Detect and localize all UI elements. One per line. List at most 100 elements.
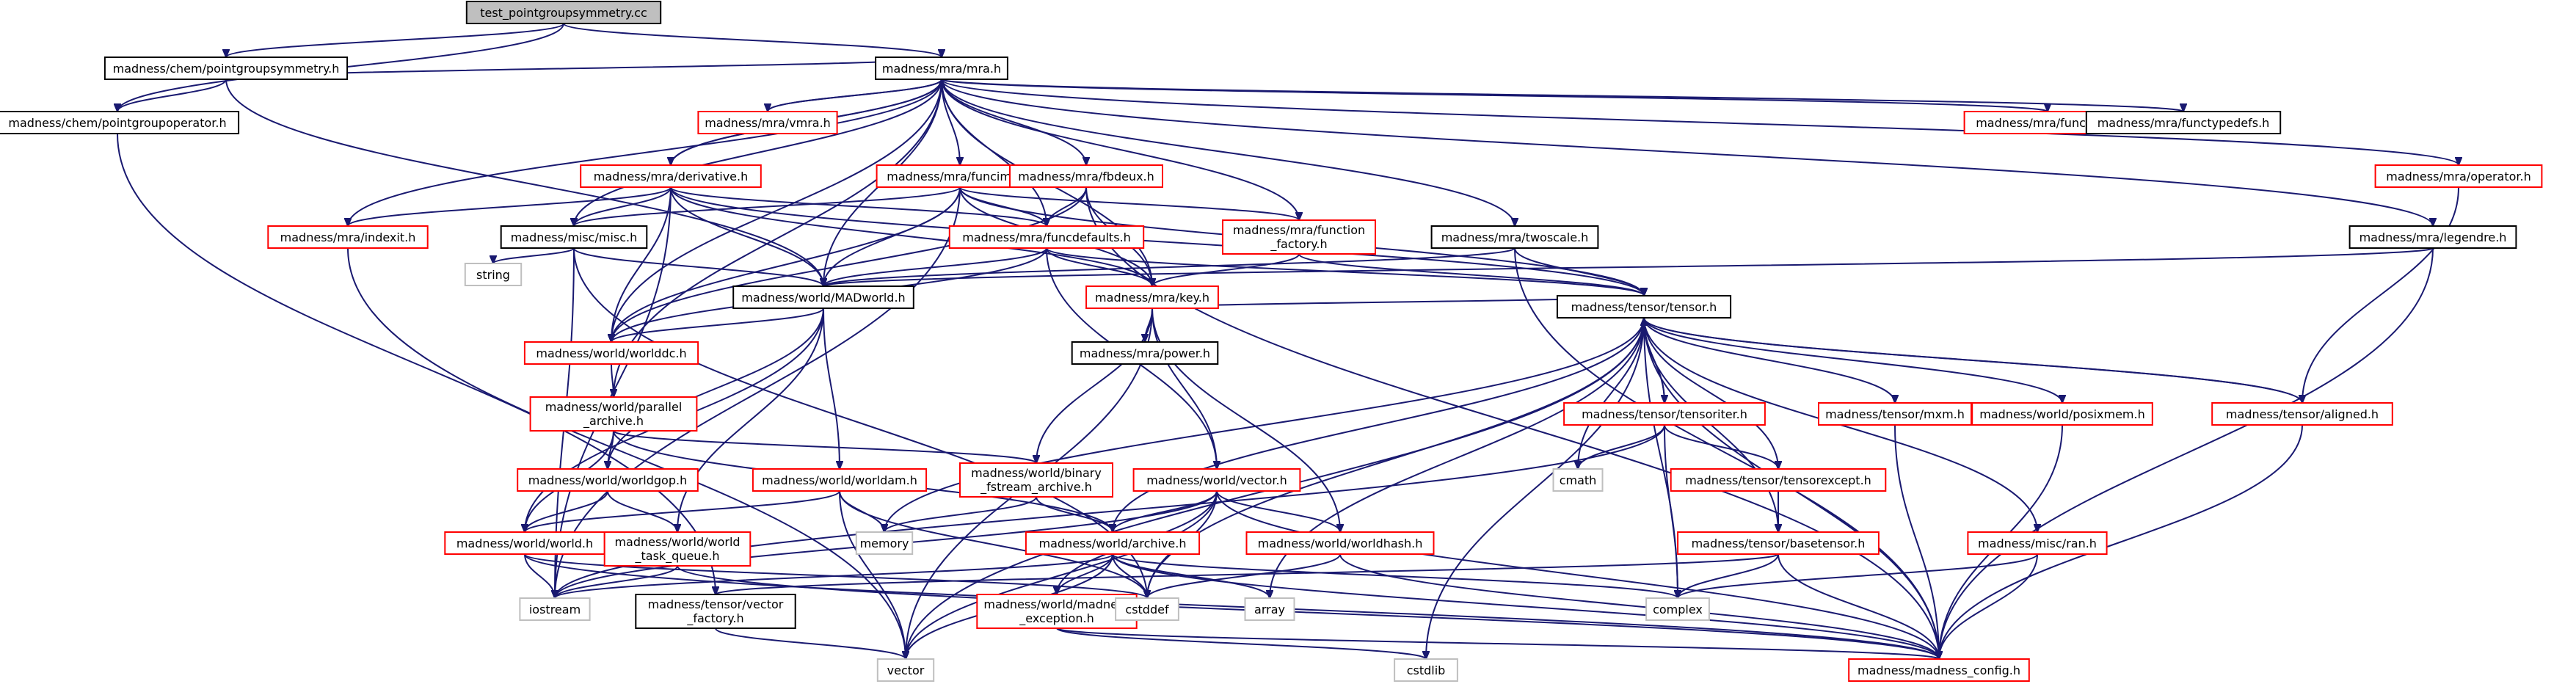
- node-box-misc: [500, 225, 648, 249]
- node-root[interactable]: test_pointgroupsymmetry.cc: [465, 1, 662, 24]
- node-box-archive: [1025, 531, 1201, 555]
- node-taskqueue[interactable]: madness/world/world_task_queue.h: [603, 531, 752, 567]
- node-label-archive: madness/world/archive.h: [1039, 536, 1187, 550]
- node-mra[interactable]: madness/mra/mra.h: [875, 57, 1008, 80]
- node-label-cmath: cmath: [1560, 473, 1597, 487]
- node-cmath: cmath: [1552, 468, 1604, 492]
- node-tensor[interactable]: madness/tensor/tensor.h: [1556, 295, 1732, 319]
- edge-fbdeux-to-worlddc: [611, 186, 1087, 342]
- edge-worldhash-to-config: [1339, 553, 1939, 659]
- edge-funcimpl-to-funcfactory: [959, 186, 1299, 220]
- node-operator[interactable]: madness/mra/operator.h: [2374, 164, 2543, 188]
- node-funcdefaults[interactable]: madness/mra/funcdefaults.h: [948, 225, 1145, 249]
- node-worldam[interactable]: madness/world/worldam.h: [752, 468, 928, 492]
- node-box-vecfactory: [635, 594, 796, 629]
- node-label-key: madness/mra/key.h: [1095, 291, 1209, 305]
- edge-archive-to-complex: [1112, 553, 1678, 598]
- node-box-indexit: [267, 225, 429, 249]
- node-worldhash[interactable]: madness/world/worldhash.h: [1245, 531, 1435, 555]
- node-label-fbdeux: madness/mra/fbdeux.h: [1018, 170, 1154, 183]
- edge-taskqueue-to-iostream: [555, 565, 678, 598]
- node-box-legendre: [2348, 225, 2517, 249]
- node-legendre[interactable]: madness/mra/legendre.h: [2348, 225, 2517, 249]
- node-label-root: test_pointgroupsymmetry.cc: [480, 6, 647, 21]
- edge-root-to-pgsym: [226, 23, 564, 57]
- node-array: array: [1244, 597, 1295, 621]
- node-parallel[interactable]: madness/world/parallel_archive.h: [529, 396, 698, 432]
- node-worldgop[interactable]: madness/world/worldgop.h: [517, 468, 699, 492]
- edge-key-to-binfstream: [1036, 308, 1153, 463]
- node-misc[interactable]: madness/misc/misc.h: [500, 225, 648, 249]
- edge-mra-to-worlddc: [611, 79, 942, 342]
- edge-funcfactory-to-tensor: [1298, 253, 1644, 296]
- node-worldh[interactable]: madness/world/world.h: [444, 531, 605, 555]
- node-power[interactable]: madness/mra/power.h: [1071, 341, 1219, 365]
- edge-funcimpl-to-worlddc: [611, 186, 961, 342]
- edge-funcdefaults-to-key: [1046, 247, 1152, 286]
- node-fbdeux[interactable]: madness/mra/fbdeux.h: [1009, 164, 1163, 188]
- node-box-aligned: [2211, 402, 2393, 426]
- node-box-tensor: [1556, 295, 1732, 319]
- edge-mra-to-functypedefs: [941, 79, 2183, 112]
- node-ran[interactable]: madness/misc/ran.h: [1967, 531, 2108, 555]
- edge-mra-to-twoscale: [941, 79, 1515, 226]
- edge-funcimpl-to-misc: [574, 186, 961, 226]
- node-binfstream[interactable]: madness/world/binary_fstream_archive.h: [959, 462, 1113, 498]
- node-box-power: [1071, 341, 1219, 365]
- node-cstddef: cstddef: [1115, 597, 1179, 621]
- node-label-vector: vector: [887, 663, 925, 677]
- node-label-mxm: madness/tensor/mxm.h: [1825, 407, 1965, 421]
- edge-aligned-to-config: [1939, 424, 2303, 659]
- node-label-vmra: madness/mra/vmra.h: [705, 116, 831, 130]
- node-vecfactory[interactable]: madness/tensor/vector_factory.h: [635, 594, 796, 629]
- node-twoscale[interactable]: madness/mra/twoscale.h: [1430, 225, 1599, 249]
- node-box-parallel: [529, 396, 698, 432]
- node-derivative[interactable]: madness/mra/derivative.h: [580, 164, 762, 188]
- edge-misc-to-string: [493, 247, 575, 263]
- edge-twoscale-to-tensor: [1514, 247, 1644, 296]
- node-pgop[interactable]: madness/chem/pointgroupoperator.h: [0, 111, 240, 134]
- edge-derivative-to-misc: [574, 186, 672, 226]
- node-vmra[interactable]: madness/mra/vmra.h: [697, 111, 838, 134]
- node-config[interactable]: madness/madness_config.h: [1848, 658, 2030, 682]
- node-madexcept[interactable]: madness/world/madness_exception.h: [976, 594, 1138, 629]
- node-box-madworld: [732, 285, 914, 309]
- node-label-pgsym: madness/chem/pointgroupsymmetry.h: [113, 62, 340, 76]
- edge-archive-to-iostream: [555, 553, 1113, 598]
- edge-vecfactory-to-vector: [715, 627, 906, 659]
- node-box-ran: [1967, 531, 2108, 555]
- edge-vectorh-to-config: [1216, 490, 1939, 659]
- edge-vectorh-to-worldhash: [1216, 490, 1340, 532]
- edge-mra-to-operator: [941, 79, 2459, 165]
- node-indexit[interactable]: madness/mra/indexit.h: [267, 225, 429, 249]
- node-label-legendre: madness/mra/legendre.h: [2359, 230, 2507, 244]
- node-label-worldh: madness/world/world.h: [456, 536, 593, 550]
- node-box-tensoriter: [1563, 402, 1766, 426]
- node-box-vectorh: [1132, 468, 1301, 492]
- node-vectorh[interactable]: madness/world/vector.h: [1132, 468, 1301, 492]
- edge-vmra-to-mra: [767, 79, 942, 112]
- node-worlddc[interactable]: madness/world/worlddc.h: [523, 341, 699, 365]
- node-iostream: iostream: [519, 597, 591, 621]
- node-label-worldam: madness/world/worldam.h: [762, 473, 917, 487]
- node-posixmem[interactable]: madness/world/posixmem.h: [1971, 402, 2153, 426]
- node-madworld[interactable]: madness/world/MADworld.h: [732, 285, 914, 309]
- node-basetensor[interactable]: madness/tensor/basetensor.h: [1677, 531, 1880, 555]
- node-funcfactory[interactable]: madness/mra/function_factory.h: [1222, 219, 1376, 255]
- node-aligned[interactable]: madness/tensor/aligned.h: [2211, 402, 2393, 426]
- node-key[interactable]: madness/mra/key.h: [1085, 285, 1219, 309]
- edge-tensor-to-archive: [1113, 317, 1645, 532]
- node-box-functypedefs: [2085, 111, 2282, 134]
- node-archive[interactable]: madness/world/archive.h: [1025, 531, 1201, 555]
- edge-worldh-to-config: [524, 553, 1939, 659]
- node-functypedefs[interactable]: madness/mra/functypedefs.h: [2085, 111, 2282, 134]
- node-tensorexcept[interactable]: madness/tensor/tensorexcept.h: [1670, 468, 1887, 492]
- node-box-pgop: [0, 111, 240, 134]
- edge-derivative-to-tensor: [670, 186, 1644, 296]
- node-tensoriter[interactable]: madness/tensor/tensoriter.h: [1563, 402, 1766, 426]
- node-memory: memory: [855, 531, 914, 555]
- node-box-taskqueue: [603, 531, 752, 567]
- node-pgsym[interactable]: madness/chem/pointgroupsymmetry.h: [103, 57, 349, 80]
- node-mxm[interactable]: madness/tensor/mxm.h: [1818, 402, 1972, 426]
